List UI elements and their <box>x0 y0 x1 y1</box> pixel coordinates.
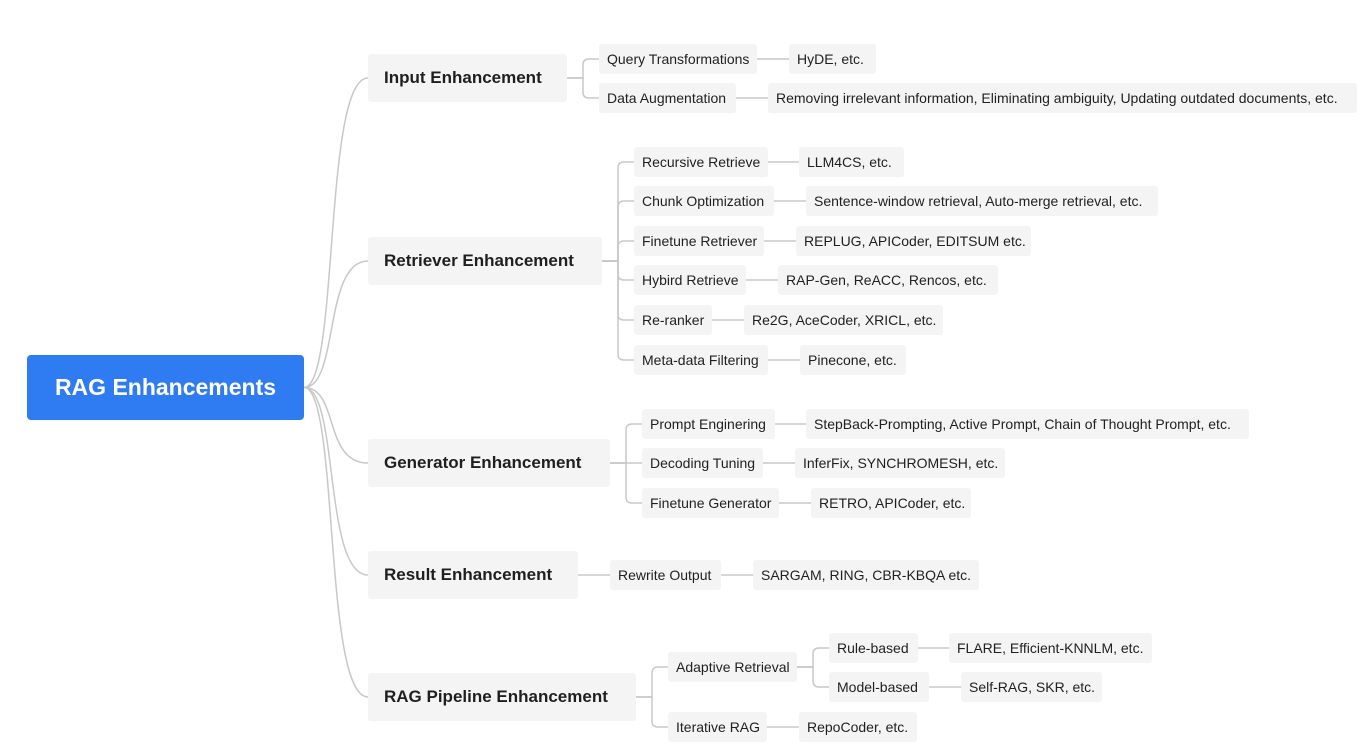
connector-ar-mb <box>797 666 829 688</box>
leaf-chunk-optimization-examples: Sentence-window retrieval, Auto-merge re… <box>806 186 1158 216</box>
node-finetune-generator: Finetune Generator <box>642 488 779 518</box>
node-chunk-optimization: Chunk Optimization <box>634 186 774 216</box>
leaf-data-augmentation-examples: Removing irrelevant information, Elimina… <box>768 83 1357 113</box>
leaf-hybird-retrieve-examples: RAP-Gen, ReACC, Rencos, etc. <box>778 265 998 295</box>
leaf-decoding-tuning-examples: InferFix, SYNCHROMESH, etc. <box>795 448 1005 478</box>
root-node-rag-enhancements: RAG Enhancements <box>27 355 304 420</box>
connector-retr-fr <box>602 240 634 262</box>
connector-root-retr <box>303 260 369 389</box>
connector-input-da <box>567 77 599 99</box>
connector-pipe-ar <box>636 666 668 698</box>
node-re-ranker: Re-ranker <box>634 305 712 335</box>
connector-root-pipe <box>303 386 369 698</box>
connector-retr-mf <box>602 260 634 361</box>
connector-retr-co <box>602 200 634 262</box>
node-rule-based: Rule-based <box>829 633 918 663</box>
connector-gen-fg <box>610 462 642 504</box>
node-recursive-retrieve: Recursive Retrieve <box>634 147 768 177</box>
leaf-metadata-filtering-examples: Pinecone, etc. <box>800 345 906 375</box>
leaf-prompt-enginering-examples: StepBack-Prompting, Active Prompt, Chain… <box>806 409 1249 439</box>
branch-generator-enhancement: Generator Enhancement <box>368 439 610 487</box>
node-rewrite-output: Rewrite Output <box>610 560 721 590</box>
node-adaptive-retrieval: Adaptive Retrieval <box>668 652 797 682</box>
connector-retr-rr <box>602 161 634 262</box>
branch-rag-pipeline-enhancement: RAG Pipeline Enhancement <box>368 673 636 721</box>
leaf-iterative-rag-examples: RepoCoder, etc. <box>799 712 917 742</box>
branch-input-enhancement: Input Enhancement <box>368 54 567 102</box>
leaf-recursive-retrieve-examples: LLM4CS, etc. <box>799 147 904 177</box>
node-hybird-retrieve: Hybird Retrieve <box>634 265 746 295</box>
connector-pipe-ir <box>636 696 668 728</box>
node-metadata-filtering: Meta-data Filtering <box>634 345 768 375</box>
connector-root-res <box>303 386 369 576</box>
leaf-rule-based-examples: FLARE, Efficient-KNNLM, etc. <box>949 633 1152 663</box>
leaf-model-based-examples: Self-RAG, SKR, etc. <box>961 672 1102 702</box>
node-model-based: Model-based <box>829 672 929 702</box>
node-query-transformations: Query Transformations <box>599 44 757 74</box>
connector-root-input <box>303 77 369 389</box>
connector-input-qt <box>567 58 599 79</box>
branch-retriever-enhancement: Retriever Enhancement <box>368 237 602 285</box>
leaf-re-ranker-examples: Re2G, AceCoder, XRICL, etc. <box>744 305 943 335</box>
branch-result-enhancement: Result Enhancement <box>368 551 578 599</box>
node-data-augmentation: Data Augmentation <box>599 83 736 113</box>
leaf-finetune-generator-examples: RETRO, APICoder, etc. <box>811 488 971 518</box>
connector-root-gen <box>303 386 369 464</box>
node-iterative-rag: Iterative RAG <box>668 712 767 742</box>
connector-gen-pe <box>610 423 642 464</box>
node-decoding-tuning: Decoding Tuning <box>642 448 763 478</box>
node-finetune-retriever: Finetune Retriever <box>634 226 764 256</box>
leaf-finetune-retriever-examples: REPLUG, APICoder, EDITSUM etc. <box>796 226 1031 256</box>
leaf-query-transformations-examples: HyDE, etc. <box>789 44 876 74</box>
leaf-rewrite-output-examples: SARGAM, RING, CBR-KBQA etc. <box>753 560 979 590</box>
node-prompt-enginering: Prompt Enginering <box>642 409 775 439</box>
connector-ar-rb <box>797 647 829 668</box>
